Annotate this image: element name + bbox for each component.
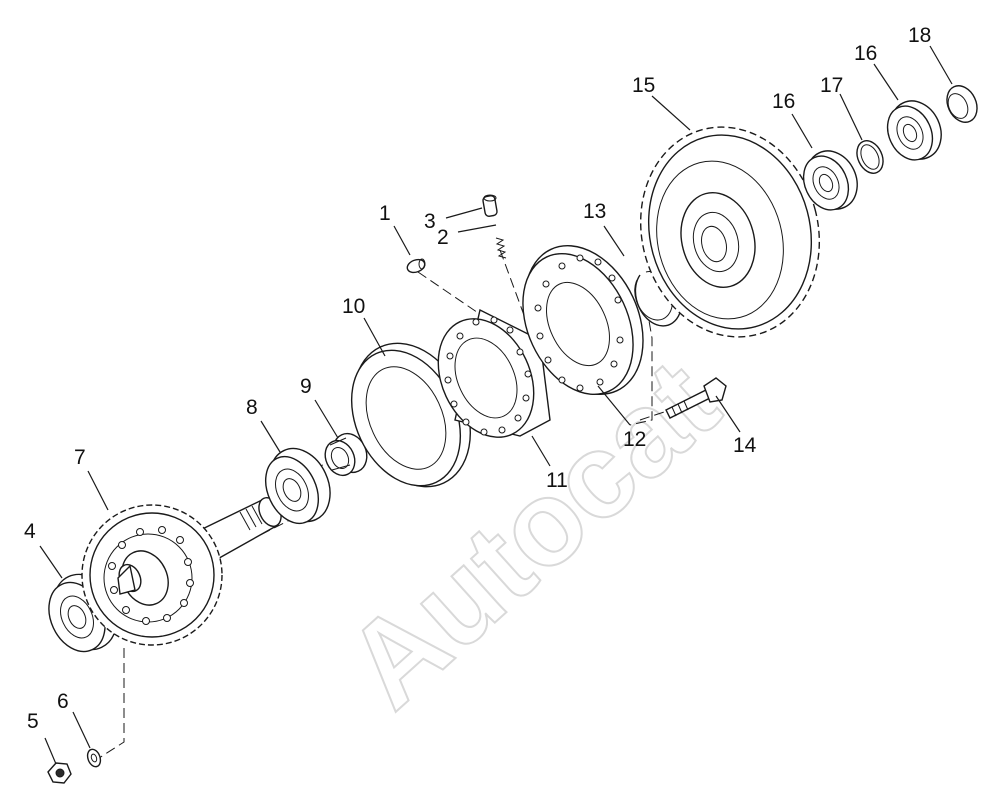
callout-label: 3 [424, 210, 436, 233]
part-ball-bearing-right-1 [802, 150, 858, 211]
part-pin [406, 258, 426, 274]
callout-label: 8 [246, 396, 258, 419]
callout-label: 11 [546, 469, 568, 492]
callout-label: 4 [24, 520, 36, 543]
callout-label: 14 [733, 434, 757, 457]
part-needle-bearing [324, 432, 368, 477]
part-spring [495, 237, 507, 259]
part-clutch-hub [437, 308, 551, 438]
part-ball-bearing-right-2 [886, 100, 942, 161]
callout-label: 2 [437, 226, 449, 249]
part-snap-ring-small [856, 140, 884, 174]
callout-label: 5 [27, 710, 39, 733]
callout-label: 16 [772, 90, 795, 113]
callout-label: 1 [379, 202, 391, 225]
callout-label: 15 [632, 74, 655, 97]
callout-label: 16 [854, 42, 877, 65]
part-pressure-plate [522, 245, 644, 396]
part-nut [47, 762, 72, 784]
part-seal [946, 85, 978, 123]
callout-label: 7 [74, 446, 86, 469]
part-plunger [482, 194, 498, 217]
callout-label: 6 [57, 690, 69, 713]
part-bolt [665, 377, 727, 419]
callout-label: 12 [623, 428, 646, 451]
callout-label: 10 [342, 295, 365, 318]
leader-lines [39, 45, 953, 765]
callout-label: 18 [908, 24, 931, 47]
callout-label: 9 [300, 375, 312, 398]
part-washer [86, 748, 102, 768]
callout-label: 17 [820, 74, 843, 97]
part-ball-bearing-center [264, 447, 331, 525]
part-drive-gear-shaft [81, 497, 282, 646]
part-driven-gear [639, 126, 821, 338]
callout-labels: 1 2 3 4 5 6 7 8 9 10 11 12 13 14 15 16 1… [24, 24, 931, 733]
callout-label: 13 [583, 200, 606, 223]
